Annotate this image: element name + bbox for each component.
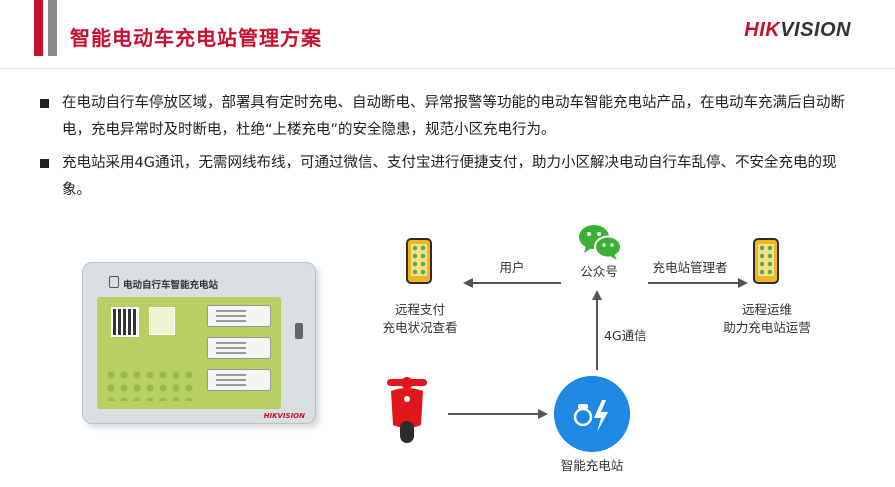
device-step-3 bbox=[207, 369, 271, 391]
arrow-to-admin bbox=[648, 278, 748, 288]
header-divider bbox=[0, 68, 895, 69]
arrow-scooter-to-station bbox=[448, 409, 548, 419]
charger-icon bbox=[109, 276, 119, 288]
page-title: 智能电动车充电站管理方案 bbox=[70, 26, 322, 50]
bullet-text: 充电站采用4G通讯，无需网线布线，可通过微信、支付宝进行便捷支付，助力小区解决电… bbox=[62, 155, 837, 198]
device-step-1 bbox=[207, 305, 271, 327]
arrow-4g-up bbox=[592, 290, 602, 370]
device-title: 电动自行车智能充电站 bbox=[123, 280, 219, 291]
official-account-label: 公众号 bbox=[580, 264, 618, 279]
charging-station-device-image: 电动自行车智能充电站 HIKVISION bbox=[82, 262, 316, 424]
wechat-icon bbox=[579, 225, 622, 260]
header-accent-gray-bar bbox=[48, 0, 57, 56]
arrow-4g-label: 4G通信 bbox=[604, 328, 647, 343]
device-front-panel bbox=[97, 297, 281, 409]
card-reader-icon bbox=[149, 307, 175, 335]
station-label: 智能充电站 bbox=[560, 458, 624, 473]
smartphone-icon bbox=[406, 238, 432, 284]
bullet-item: 在电动自行车停放区域，部署具有定时充电、自动断电、异常报警等功能的电动车智能充电… bbox=[40, 90, 855, 144]
bullet-list: 在电动自行车停放区域，部署具有定时充电、自动断电、异常报警等功能的电动车智能充电… bbox=[40, 90, 855, 210]
electric-scooter-icon bbox=[387, 377, 427, 443]
arrow-user-label: 用户 bbox=[499, 260, 525, 275]
brand-logo: HIKVISION bbox=[744, 19, 851, 41]
arrow-admin-label: 充电站管理者 bbox=[652, 260, 728, 275]
device-logo: HIKVISION bbox=[263, 412, 305, 420]
socket-indicator-lights bbox=[107, 371, 197, 401]
user-phone-label: 远程支付充电状况查看 bbox=[382, 302, 458, 335]
smartphone-icon bbox=[753, 238, 779, 284]
bullet-square-icon bbox=[40, 99, 49, 108]
device-step-2 bbox=[207, 337, 271, 359]
arrow-to-user bbox=[463, 278, 561, 288]
header-accent-red-bar bbox=[34, 0, 43, 56]
charging-station-icon bbox=[554, 376, 630, 452]
qr-code-icon bbox=[111, 307, 139, 337]
bullet-text: 在电动自行车停放区域，部署具有定时充电、自动断电、异常报警等功能的电动车智能充电… bbox=[62, 95, 845, 138]
bullet-item: 充电站采用4G通讯，无需网线布线，可通过微信、支付宝进行便捷支付，助力小区解决电… bbox=[40, 150, 855, 204]
device-latch bbox=[295, 323, 303, 339]
bullet-square-icon bbox=[40, 159, 49, 168]
admin-phone-label: 远程运维助力充电站运营 bbox=[723, 302, 811, 335]
